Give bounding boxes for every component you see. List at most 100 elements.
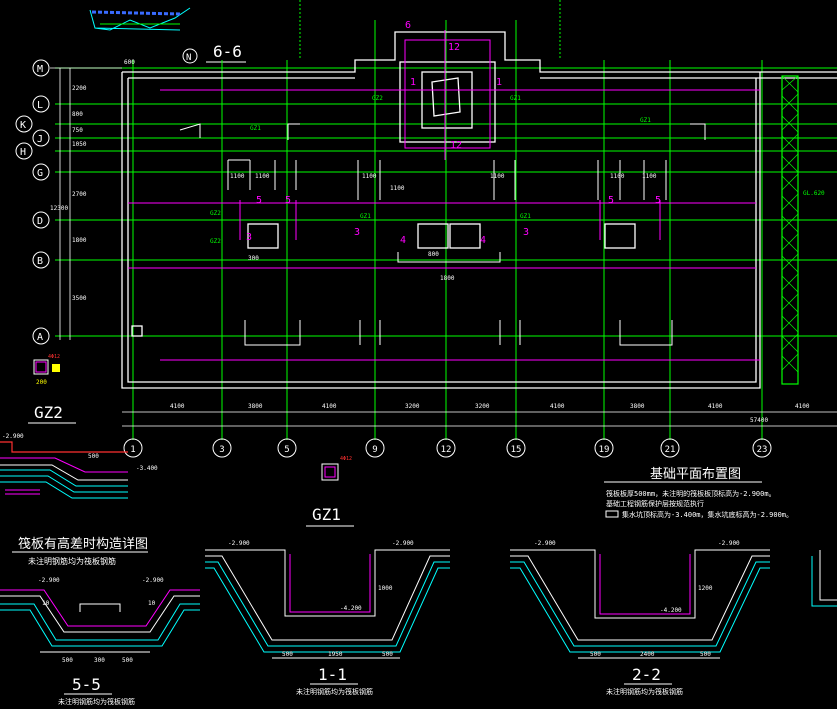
- svg-text:800: 800: [428, 251, 439, 258]
- svg-text:GZ1: GZ1: [520, 213, 531, 220]
- axis-label-12: 12: [441, 445, 452, 455]
- plan-title-block: 基础平面布置图 筏板板厚500mm，未注明的筏板板顶标高为-2.900m。 基础…: [604, 467, 793, 519]
- svg-text:5: 5: [608, 195, 614, 206]
- axis-label-h: H: [20, 147, 26, 158]
- dim-left-4: 2700: [72, 191, 87, 198]
- axis-label-j: J: [37, 134, 43, 145]
- s55-title: 5-5: [72, 675, 101, 694]
- bottom-dimension-texts: 4100 3800 4100 3200 3200 4100 3800 4100 …: [170, 403, 810, 424]
- s22-note: 未注明钢筋均为筏板钢筋: [606, 687, 683, 696]
- dim-left-5: 1800: [72, 237, 87, 244]
- s11-elev-bottom: -4.200: [340, 605, 362, 612]
- dim-bottom-9: 57400: [750, 417, 768, 424]
- s55-elev-right: -2.900: [142, 577, 164, 584]
- plan-title: 基础平面布置图: [650, 467, 741, 482]
- section-55: -2.900 -2.900 10 10 500 300 500 5-5 未注明钢…: [0, 577, 200, 706]
- axis-label-23: 23: [757, 445, 768, 455]
- axis-label-1: 1: [130, 445, 135, 455]
- dim-bottom-8: 4100: [795, 403, 810, 410]
- s22-dim-2: 500: [700, 651, 711, 658]
- s11-dim-1: 1950: [328, 651, 343, 658]
- s22-title: 2-2: [632, 665, 661, 684]
- dim-left-7: 600: [124, 59, 135, 66]
- step-elev-3400: -3.400: [136, 465, 158, 472]
- dim-bottom-1: 3800: [248, 403, 263, 410]
- s55-dim-1: 300: [94, 657, 105, 664]
- svg-text:N: N: [186, 53, 191, 63]
- svg-text:12: 12: [448, 42, 460, 53]
- s22-dim-0: 500: [590, 651, 601, 658]
- gz2-title: GZ2: [34, 403, 63, 422]
- svg-text:6: 6: [405, 20, 411, 31]
- s11-side: 1000: [378, 585, 393, 592]
- axis-label-15: 15: [511, 445, 522, 455]
- axis-label-g: G: [37, 168, 43, 179]
- s55-note: 未注明钢筋均为筏板钢筋: [58, 697, 135, 706]
- axis-label-l: L: [37, 100, 43, 111]
- gz1-detail: 4Φ12 GZ1: [306, 456, 354, 527]
- s22-elev-bottom: -4.200: [660, 607, 682, 614]
- plan-note-2: 基础工程钢筋保护层按规范执行: [606, 499, 704, 508]
- svg-text:4Φ12: 4Φ12: [340, 456, 352, 462]
- svg-text:GZ2: GZ2: [210, 210, 221, 217]
- left-axis-bubbles: [15, 59, 50, 345]
- svg-text:500: 500: [88, 453, 99, 460]
- svg-text:GZ2: GZ2: [210, 238, 221, 245]
- dim-bottom-7: 4100: [708, 403, 723, 410]
- left-dimension-lines: [50, 67, 122, 340]
- axis-label-21: 21: [665, 445, 676, 455]
- s22-elev-left: -2.900: [534, 540, 556, 547]
- dim-left-1: 800: [72, 111, 83, 118]
- axis-label-k: K: [20, 120, 26, 131]
- s55-dim-0: 500: [62, 657, 73, 664]
- rebar-lines: [128, 30, 760, 361]
- svg-text:3: 3: [523, 227, 529, 238]
- svg-text:1: 1: [410, 77, 416, 88]
- axis-label-m: M: [37, 64, 43, 75]
- svg-text:GZ1: GZ1: [250, 125, 261, 132]
- bottom-dimension-lines: [122, 411, 837, 427]
- svg-text:1100: 1100: [490, 173, 505, 180]
- dim-bottom-5: 4100: [550, 403, 565, 410]
- svg-text:3: 3: [354, 227, 360, 238]
- axis-label-d: D: [37, 216, 43, 227]
- svg-text:1: 1: [496, 77, 502, 88]
- right-edge-fragment: [811, 550, 837, 607]
- section-11: -2.900 -2.900 -4.200 1000 500 1950 500 1…: [205, 540, 450, 696]
- s11-title: 1-1: [318, 665, 347, 684]
- svg-text:4Φ12: 4Φ12: [48, 354, 60, 360]
- svg-text:12: 12: [450, 140, 462, 151]
- step-detail-title: 筏板有高差时构造详图: [18, 536, 148, 552]
- dim-left-6: 3500: [72, 295, 87, 302]
- svg-text:5: 5: [655, 195, 661, 206]
- bottom-axis-labels: 1 3 5 9 12 15 19 21 23: [130, 445, 767, 455]
- left-axis-labels: M L K J H G D B A: [20, 64, 43, 343]
- right-hatch-column: GL.620: [781, 75, 825, 385]
- svg-text:1800: 1800: [440, 275, 455, 282]
- s22-side: 1200: [698, 585, 713, 592]
- svg-text:5: 5: [285, 195, 291, 206]
- dim-bottom-3: 3200: [405, 403, 420, 410]
- foundation-outline: [121, 31, 837, 389]
- dim-bottom-4: 3200: [475, 403, 490, 410]
- axis-label-3: 3: [219, 445, 224, 455]
- s11-dim-2: 500: [382, 651, 393, 658]
- dim-bottom-6: 3800: [630, 403, 645, 410]
- svg-text:1100: 1100: [642, 173, 657, 180]
- dim-left-3: 1050: [72, 141, 87, 148]
- step-detail-note: 未注明钢筋均为筏板钢筋: [28, 556, 116, 566]
- svg-text:GZ1: GZ1: [360, 213, 371, 220]
- svg-text:1100: 1100: [610, 173, 625, 180]
- svg-text:GZ2: GZ2: [372, 95, 383, 102]
- beams: [179, 123, 706, 346]
- left-dimension-texts: 2200 800 750 1050 2700 1800 3500 600 123…: [50, 59, 135, 302]
- plan-note-3: 集水坑顶标高为-3.400m，集水坑底标高为-2.900m。: [622, 510, 793, 519]
- s55-side-left: 10: [42, 600, 50, 607]
- s11-dim-0: 500: [282, 651, 293, 658]
- s22-dim-1: 2400: [640, 651, 655, 658]
- dim-bottom-2: 4100: [322, 403, 337, 410]
- svg-text:4: 4: [480, 235, 486, 246]
- svg-text:1100: 1100: [255, 173, 270, 180]
